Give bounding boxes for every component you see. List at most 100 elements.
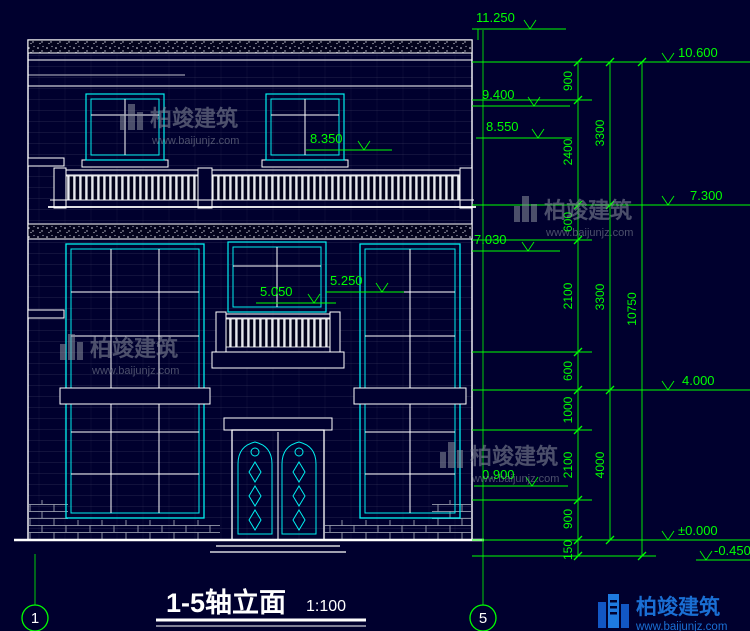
watermark-4: 柏竣建筑 www.baijunjz.com: [440, 442, 559, 485]
window-3f-right: [265, 93, 345, 161]
dim-value: 600: [561, 212, 575, 232]
railing-pier: [215, 311, 227, 359]
svg-text:11.250: 11.250: [476, 10, 515, 25]
pier-sill: [27, 309, 65, 319]
watermark-url: www.baijunjz.com: [91, 365, 179, 377]
railing-pier: [197, 167, 213, 209]
watermark-url: www.baijunjz.com: [545, 227, 633, 239]
logo-url-text: www.baijunjz.com: [635, 621, 727, 631]
dim-chain-inner: 900 2400 600 2100 600 1000 2100 900 150: [561, 71, 575, 560]
level-mark-7300: 7.300: [656, 188, 750, 206]
window-tall-left: [59, 243, 211, 519]
svg-text:7.300: 7.300: [690, 188, 723, 203]
slab-edge-band: [353, 387, 467, 405]
entrance-steps: [210, 545, 346, 553]
level-marks-left: 11.250 9.400 8.550 7.030 0.900 8.350 5.2…: [256, 10, 572, 487]
level-mark-5050: 5.050: [256, 284, 336, 304]
watermark-brand: 柏竣建筑: [90, 336, 178, 361]
window-tall-right: [353, 243, 467, 519]
axis-bubble-1-circle: [21, 604, 49, 631]
level-mark-9400: 9.400: [472, 87, 570, 107]
logo-building-icon: [598, 594, 629, 628]
plinth-brick-corner: [432, 500, 472, 520]
dim-value: 150: [561, 540, 575, 560]
dim-value: 2100: [561, 282, 575, 309]
svg-text:-0.450: -0.450: [714, 543, 750, 558]
watermark-url: www.baijunjz.com: [471, 473, 559, 485]
slab-edge-band: [59, 387, 211, 405]
floor-slab-band: [27, 223, 473, 240]
dim-value: 600: [561, 361, 575, 381]
watermark-brand: 柏竣建筑: [150, 106, 238, 131]
watermark-building-icon: [514, 196, 537, 222]
level-mark-8350: 8.350: [306, 131, 392, 151]
extension-lines-major: [472, 61, 656, 557]
level-mark-minus0450: -0.450: [696, 543, 750, 561]
dim-value: 3300: [593, 119, 607, 146]
windows: [59, 93, 467, 535]
level-mark-0900: 0.900: [474, 467, 568, 487]
watermark-building-icon: [60, 334, 83, 360]
dim-value: 2100: [561, 451, 575, 478]
axis-bubble-5-circle: [469, 604, 497, 631]
building-facade: [14, 39, 484, 553]
door-decorative-glass: [237, 441, 317, 535]
svg-text:8.550: 8.550: [486, 119, 519, 134]
watermark-building-icon: [440, 442, 463, 468]
svg-text:10.600: 10.600: [678, 45, 718, 60]
plinth-brick-corner: [28, 500, 68, 520]
level-marks-right: 10.600 7.300 4.000 ±0.000 -0.450: [656, 45, 750, 561]
dim-value: 3300: [593, 283, 607, 310]
watermark-brand: 柏竣建筑: [470, 444, 558, 469]
watermark-brand: 柏竣建筑: [544, 198, 632, 223]
axis-bubbles: 1 5: [21, 604, 497, 631]
dim-value: 1000: [561, 396, 575, 423]
level-mark-11250: 11.250: [472, 10, 566, 40]
level-mark-4000: 4.000: [656, 373, 750, 391]
plinth-brick-right: [324, 520, 472, 540]
level-mark-10600: 10.600: [656, 45, 750, 63]
dim-value: 900: [561, 509, 575, 529]
watermark-url: www.baijunjz.com: [151, 135, 239, 147]
dim-ticks: [573, 57, 647, 561]
svg-text:7.030: 7.030: [474, 232, 507, 247]
dim-value: 4000: [593, 451, 607, 478]
level-mark-7030: 7.030: [472, 232, 560, 252]
level-mark-8550: 8.550: [476, 119, 572, 139]
svg-text:±0.000: ±0.000: [678, 523, 718, 538]
extension-lines-minor: [472, 99, 592, 501]
sill-3f-left: [81, 159, 169, 168]
plinth-brick-left: [28, 520, 220, 540]
railing-pier: [329, 311, 341, 359]
drawing-scale: 1:100: [306, 598, 346, 615]
watermark-building-icon: [120, 104, 143, 130]
dim-value: 2400: [561, 138, 575, 165]
dim-total-value: 10750: [625, 292, 639, 326]
dim-value: 900: [561, 71, 575, 91]
brand-logo: 柏竣建筑 www.baijunjz.com: [598, 594, 727, 631]
sill-3f-right: [261, 159, 349, 168]
pier-sill: [27, 157, 65, 167]
balcony-railing: [48, 167, 476, 209]
watermark-3: 柏竣建筑 www.baijunjz.com: [60, 334, 179, 377]
watermark-2: 柏竣建筑 www.baijunjz.com: [514, 196, 633, 239]
svg-text:8.350: 8.350: [310, 131, 343, 146]
balcony-slab: [211, 351, 345, 369]
door-lintel: [223, 417, 333, 431]
svg-text:0.900: 0.900: [482, 467, 515, 482]
dimension-system: [34, 30, 656, 605]
parapet-coping: [27, 39, 473, 54]
svg-text:5.050: 5.050: [260, 284, 293, 299]
railing-pier: [53, 167, 67, 209]
railing-pier: [459, 167, 473, 209]
watermarks: 柏竣建筑 www.baijunjz.com 柏竣建筑 www.baijunjz.…: [60, 104, 633, 485]
axis-bubble-5-label: 5: [479, 610, 487, 627]
wall-texture: [28, 54, 472, 540]
level-mark-5250: 5.250: [326, 273, 404, 293]
drawing-title: 1-5轴立面: [166, 587, 286, 618]
svg-text:5.250: 5.250: [330, 273, 363, 288]
svg-text:9.400: 9.400: [482, 87, 515, 102]
title-block: 1-5轴立面 1:100: [156, 587, 366, 627]
